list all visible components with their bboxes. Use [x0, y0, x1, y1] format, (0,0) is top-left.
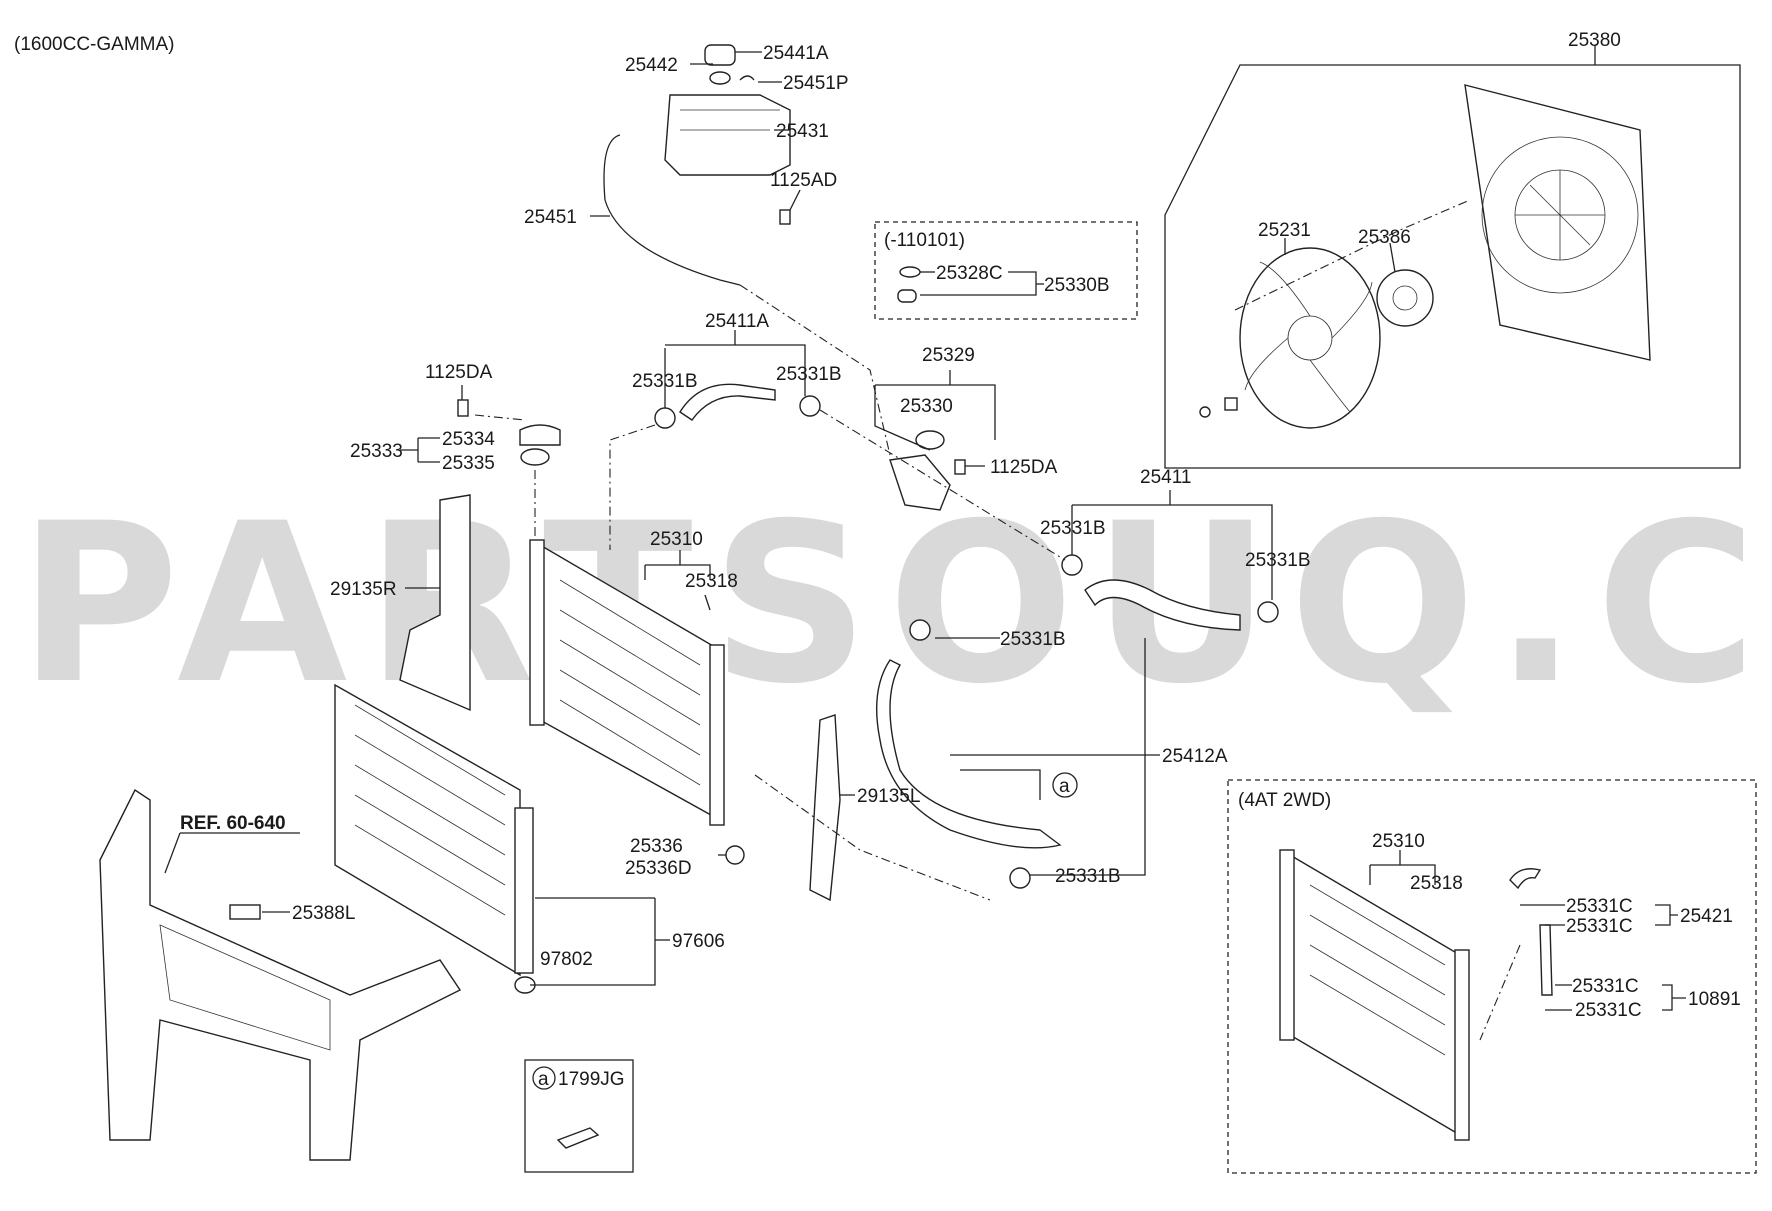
- connector-line-fan: [1234, 199, 1471, 311]
- callout-25318: 25318: [685, 571, 738, 592]
- connector-line-upper: [609, 424, 656, 550]
- hose-clamp-25412A-bottom: [1009, 867, 1031, 889]
- inset-date-range-label: (-110101): [884, 230, 965, 251]
- callout-25331B-upper-right: 25331B: [776, 364, 842, 385]
- callout-25451P: 25451P: [783, 73, 849, 94]
- callout-25331C-4: 25331C: [1575, 1000, 1642, 1021]
- callout-10891: 10891: [1688, 989, 1741, 1010]
- air-guard-29135L: [809, 714, 841, 902]
- inset-date-range: [874, 221, 1138, 320]
- callout-25431: 25431: [776, 121, 829, 142]
- callout-29135L: 29135L: [857, 786, 920, 807]
- reference-label: REF. 60-640: [180, 813, 286, 834]
- drain-plug: [725, 845, 745, 865]
- fan-shroud: [1464, 84, 1651, 361]
- reservoir-bolt: [779, 209, 791, 225]
- front-end-carrier: [99, 788, 462, 1161]
- callout-25411: 25411: [1140, 467, 1191, 488]
- inset-4AT-2WD: [1227, 779, 1757, 1174]
- callout-1125AD: 1125AD: [770, 170, 837, 191]
- fan-assembly-group: [1164, 64, 1741, 469]
- radiator-core-25310: [529, 539, 725, 826]
- engine-variant-header: (1600CC-GAMMA): [14, 34, 174, 55]
- callout-25310-4AT: 25310: [1372, 831, 1425, 852]
- water-outlet-housing: [889, 430, 966, 511]
- callout-25330: 25330: [900, 396, 953, 417]
- hose-clamp-lower-right: [1257, 601, 1279, 623]
- hose-clip: [556, 1127, 600, 1149]
- callout-25330B: 25330B: [1044, 275, 1110, 296]
- overflow-hose: [603, 134, 741, 286]
- callout-97606: 97606: [672, 931, 725, 952]
- label-plate: [229, 904, 261, 920]
- callout-1125DA-right: 1125DA: [990, 457, 1058, 478]
- fan-washer: [1224, 397, 1238, 411]
- oil-cooler-hose-upper: [1509, 868, 1542, 890]
- inset-4AT-2WD-label: (4AT 2WD): [1238, 790, 1331, 811]
- callout-25310: 25310: [650, 529, 703, 550]
- callout-25388L: 25388L: [292, 903, 355, 924]
- callout-25421: 25421: [1680, 906, 1733, 927]
- watermark-text: PARTSOUQ.COM: [18, 476, 1772, 732]
- callout-25412A: 25412A: [1162, 746, 1228, 767]
- callout-25328C: 25328C: [936, 263, 1003, 284]
- marker-a-hose: a: [1059, 776, 1070, 797]
- connector-line-bolt: [474, 414, 526, 421]
- hose-clamp-25412A-top: [909, 619, 931, 641]
- oil-cooler-hose-lower: [1539, 924, 1553, 996]
- reservoir-tank: [664, 44, 791, 176]
- callout-25331C-2: 25331C: [1566, 916, 1633, 937]
- callout-25331B-upper-left: 25331B: [632, 371, 698, 392]
- callout-25331C-1: 25331C: [1566, 896, 1633, 917]
- radiator-4AT: [1279, 849, 1470, 1141]
- callout-25333: 25333: [350, 441, 403, 462]
- marker-a-inset: a: [538, 1069, 549, 1090]
- callout-25334: 25334: [442, 429, 495, 450]
- hose-clamp-right: [799, 395, 821, 417]
- hose-clamp-lower-left: [1061, 554, 1083, 576]
- callout-25329: 25329: [922, 345, 975, 366]
- callout-25331B-lower-left: 25331B: [1040, 518, 1106, 539]
- callout-1125DA-left: 1125DA: [425, 362, 493, 383]
- callout-25336: 25336: [630, 836, 683, 857]
- fan-nut: [1199, 406, 1211, 418]
- callout-25331B-lower-right: 25331B: [1245, 550, 1311, 571]
- connector-line-overflow: [739, 284, 891, 456]
- callout-25231: 25231: [1258, 220, 1311, 241]
- callout-25331B-bottom: 25331B: [1055, 866, 1121, 887]
- callout-25331C-3: 25331C: [1572, 976, 1639, 997]
- condenser: [334, 683, 536, 994]
- callout-25336D: 25336D: [625, 858, 692, 879]
- connector-line-oil: [1479, 944, 1521, 1041]
- radiator-mount-bracket: [457, 399, 561, 466]
- hose-clamp-left: [654, 407, 676, 429]
- air-guard-29135R: [399, 494, 471, 712]
- hose-25412A: [876, 659, 1062, 849]
- callout-25442: 25442: [625, 55, 678, 76]
- callout-25335: 25335: [442, 453, 495, 474]
- fan-blade: [1239, 247, 1381, 429]
- callout-25411A: 25411A: [705, 311, 769, 332]
- callout-25441A: 25441A: [763, 43, 829, 64]
- connector-line-lower: [754, 774, 991, 901]
- callout-1799JG: 1799JG: [558, 1069, 625, 1090]
- upper-hose-25411A: [679, 383, 776, 421]
- callout-97802: 97802: [540, 949, 593, 970]
- callout-25318-4AT: 25318: [1410, 873, 1463, 894]
- fan-motor: [1376, 269, 1434, 327]
- lower-hose-25411: [1084, 579, 1241, 631]
- callout-29135R: 29135R: [330, 579, 397, 600]
- callout-25380: 25380: [1568, 30, 1621, 51]
- callout-25331B-mid: 25331B: [1000, 629, 1066, 650]
- callout-25451: 25451: [524, 207, 577, 228]
- inset-1799JG: [524, 1059, 634, 1173]
